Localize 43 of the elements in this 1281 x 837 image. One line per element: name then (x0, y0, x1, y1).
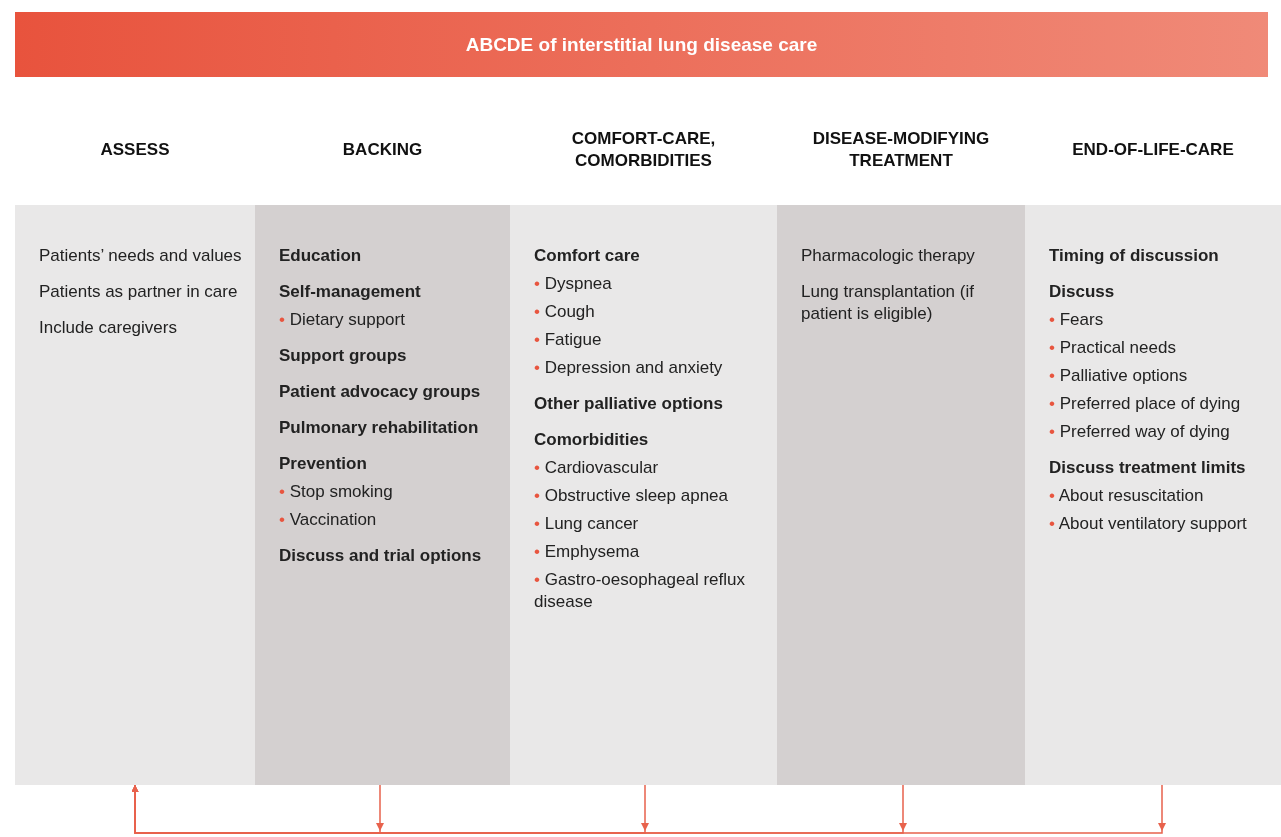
bullet-item: • Emphysema (534, 541, 640, 563)
bullet-item: • Preferred place of dying (1049, 393, 1241, 415)
list-item: Self-management (279, 281, 421, 303)
column-heading: DISEASE-MODIFYING TREATMENT (811, 128, 991, 172)
bullet-item: • Vaccination (279, 509, 377, 531)
bullet-item: • Cough (534, 301, 595, 323)
list-item: Other palliative options (534, 393, 723, 415)
list-item: Discuss treatment limits (1049, 457, 1246, 479)
list-item: Pulmonary rehabilitation (279, 417, 479, 439)
column-heading: BACKING (341, 139, 424, 161)
list-item: Patients as partner in care (39, 281, 238, 303)
list-item: Support groups (279, 345, 407, 367)
list-item: Prevention (279, 453, 367, 475)
bullet-item: • Lung cancer (534, 513, 639, 535)
column-heading: COMFORT-CARE, COMORBIDITIES (570, 128, 717, 172)
list-item: Comfort care (534, 245, 640, 267)
bullet-item: • Dietary support (279, 309, 405, 331)
bullet-item: • Cardiovascular (534, 457, 659, 479)
list-item: Timing of discussion (1049, 245, 1219, 267)
bullet-item: • Fears (1049, 309, 1104, 331)
bullet-item: • Practical needs (1049, 337, 1176, 359)
list-item: Comorbidities (534, 429, 649, 451)
column-heading: END-OF-LIFE-CARE (1071, 139, 1235, 161)
bullet-item: • Dyspnea (534, 273, 612, 295)
bullet-item: • Palliative options (1049, 365, 1188, 387)
list-item: Education (279, 245, 362, 267)
bullet-item: • About resuscitation (1049, 485, 1204, 507)
list-item: Discuss (1049, 281, 1115, 303)
list-item: Discuss and trial options (279, 545, 482, 567)
list-item: Patient advocacy groups (279, 381, 481, 403)
column-heading: ASSESS (99, 139, 171, 161)
list-item: Lung transplantation (if patient is eligible) (801, 281, 975, 325)
bullet-item: • Gastro-oesophageal reflux disease (534, 569, 747, 613)
bullet-item: • Preferred way of dying (1049, 421, 1230, 443)
bullet-item: • Fatigue (534, 329, 602, 351)
title-banner: ABCDE of interstitial lung disease care (15, 12, 1268, 77)
bullet-item: • Obstructive sleep apnea (534, 485, 729, 507)
bullet-item: • Stop smoking (279, 481, 393, 503)
bullet-item: • About ventilatory support (1049, 513, 1247, 535)
bullet-item: • Depression and anxiety (534, 357, 723, 379)
list-item: Patients’ needs and values (39, 245, 242, 267)
list-item: Pharmacologic therapy (801, 245, 975, 267)
list-item: Include caregivers (39, 317, 177, 339)
